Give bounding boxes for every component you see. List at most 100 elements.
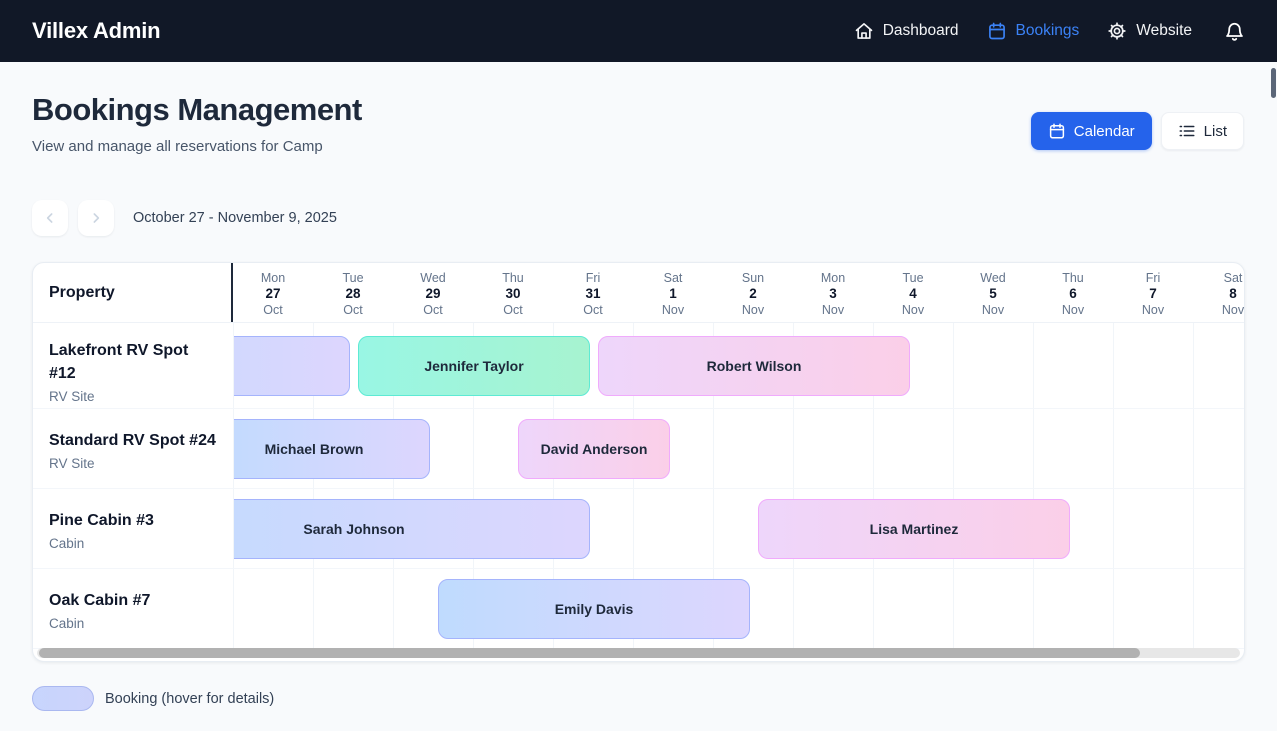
list-button-label: List: [1203, 122, 1227, 140]
day-month-label: Nov: [741, 303, 765, 317]
day-number-label: 2: [749, 286, 757, 301]
day-number-label: 29: [425, 286, 441, 301]
day-month-label: Nov: [981, 303, 1005, 317]
booking-bar[interactable]: Robert Wilson: [598, 336, 910, 396]
day-of-week-label: Wed: [420, 271, 446, 285]
day-number-label: 31: [585, 286, 601, 301]
nav-link-dashboard[interactable]: Dashboard: [854, 21, 959, 41]
prev-week-button[interactable]: [32, 200, 68, 236]
booking-guest-name: David Anderson: [540, 441, 648, 457]
legend: Booking (hover for details): [32, 686, 274, 711]
home-icon: [854, 21, 874, 41]
property-name: Pine Cabin #3: [49, 512, 154, 529]
booking-bar[interactable]: David Anderson: [518, 419, 670, 479]
booking-guest-name: Robert Wilson: [706, 358, 802, 374]
gear-icon: [1107, 21, 1127, 41]
booking-bar[interactable]: Jennifer Taylor: [358, 336, 590, 396]
row-grid: Jennifer Taylor Robert Wilson: [233, 323, 1244, 408]
day-of-week-label: Fri: [1145, 271, 1161, 285]
day-month-label: Oct: [263, 303, 283, 317]
day-month-label: Oct: [583, 303, 603, 317]
booking-bar[interactable]: Emily Davis: [438, 579, 750, 639]
brand-logo: Villex Admin: [32, 18, 161, 43]
calendar-view-button[interactable]: Calendar: [1030, 112, 1152, 150]
horizontal-scrollbar[interactable]: [37, 648, 1240, 658]
booking-bar[interactable]: [234, 336, 350, 396]
booking-bar[interactable]: Sarah Johnson: [234, 499, 590, 559]
row-grid: Emily Davis: [233, 569, 1244, 648]
property-name: Lakefront RV Spot #12: [49, 342, 189, 382]
property-type: Cabin: [49, 616, 85, 631]
day-of-week-label: Sat: [663, 271, 683, 285]
day-of-week-label: Sun: [741, 271, 765, 285]
day-number-label: 8: [1229, 286, 1237, 301]
list-icon: [1178, 122, 1196, 140]
view-toggle: Calendar List: [1030, 112, 1244, 150]
day-of-week-label: Tue: [902, 271, 924, 285]
booking-guest-name: Lisa Martinez: [869, 521, 959, 537]
day-number-label: 3: [829, 286, 837, 301]
day-month-label: Nov: [661, 303, 685, 317]
notifications-bell-icon[interactable]: [1224, 21, 1245, 42]
page-header: Bookings Management View and manage all …: [32, 92, 362, 155]
day-of-week-label: Fri: [585, 271, 601, 285]
list-view-button[interactable]: List: [1160, 112, 1244, 150]
nav-link-website[interactable]: Website: [1107, 21, 1192, 41]
calendar-icon: [987, 21, 1007, 41]
navbar: Villex Admin Dashboard Bookings Website: [0, 0, 1277, 62]
day-number-label: 1: [669, 286, 677, 301]
day-month-label: Nov: [821, 303, 845, 317]
nav-link-label: Website: [1136, 22, 1192, 39]
day-of-week-label: Tue: [342, 271, 364, 285]
property-name: Standard RV Spot #24: [49, 432, 216, 449]
vertical-scrollbar[interactable]: [1270, 62, 1277, 731]
day-of-week-label: Mon: [260, 271, 286, 285]
day-month-label: Nov: [1141, 303, 1165, 317]
day-number-label: 6: [1069, 286, 1077, 301]
day-number-label: 5: [989, 286, 997, 301]
nav-link-label: Dashboard: [882, 22, 959, 39]
day-number-label: 30: [505, 286, 521, 301]
calendar-icon: [1048, 122, 1066, 140]
row-grid: Michael Brown David Anderson: [233, 409, 1244, 488]
day-month-label: Oct: [503, 303, 523, 317]
day-month-label: Oct: [343, 303, 363, 317]
day-of-week-label: Thu: [1062, 271, 1084, 285]
booking-bar[interactable]: Michael Brown: [234, 419, 430, 479]
calendar-button-label: Calendar: [1073, 122, 1135, 140]
table-row: Oak Cabin #7 Cabin Emily Davis: [33, 569, 1244, 649]
nav-link-bookings[interactable]: Bookings: [987, 21, 1079, 41]
day-month-label: Nov: [1221, 303, 1244, 317]
day-month-label: Nov: [1061, 303, 1085, 317]
property-name: Oak Cabin #7: [49, 592, 151, 609]
day-of-week-label: Wed: [980, 271, 1006, 285]
horizontal-scrollbar-thumb[interactable]: [39, 648, 1140, 658]
booking-guest-name: Michael Brown: [264, 441, 364, 457]
booking-guest-name: Jennifer Taylor: [424, 358, 524, 374]
date-range-label: October 27 - November 9, 2025: [133, 210, 337, 226]
page-title: Bookings Management: [32, 92, 362, 127]
next-week-button[interactable]: [78, 200, 114, 236]
row-grid: Sarah Johnson Lisa Martinez: [233, 489, 1244, 568]
booking-bar[interactable]: Lisa Martinez: [758, 499, 1070, 559]
day-of-week-label: Mon: [820, 271, 846, 285]
vertical-scrollbar-thumb[interactable]: [1271, 68, 1276, 98]
day-number-label: 27: [265, 286, 281, 301]
